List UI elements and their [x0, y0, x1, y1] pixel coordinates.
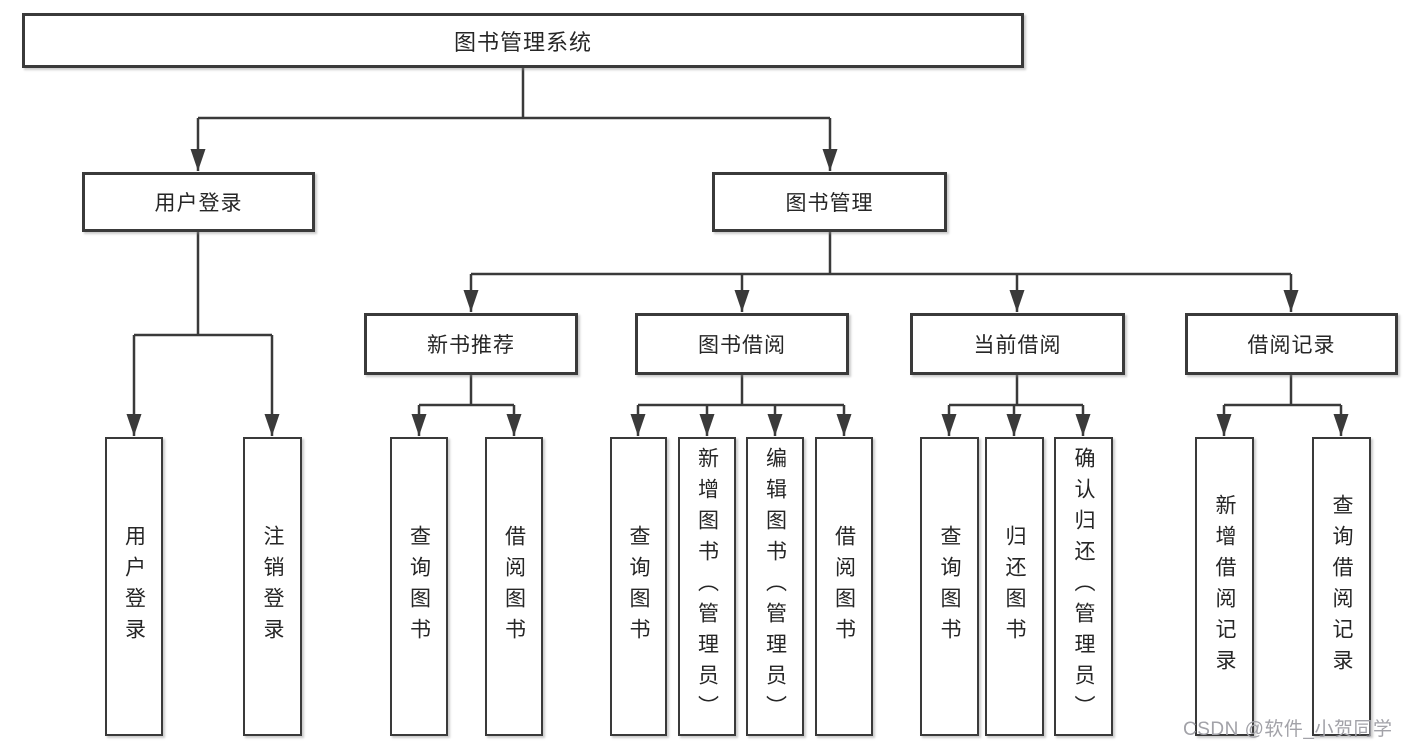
node-user-login-label: 用户登录: [154, 192, 243, 215]
leaf-confirm-return-admin: 确认归还（管理员）: [1054, 437, 1113, 736]
leaf-borrow-books-label: 借阅图书: [832, 524, 856, 649]
leaf-query-books-rec-label: 查询图书: [407, 524, 431, 649]
leaf-edit-book-admin-label: 编辑图书（管理员）: [763, 447, 787, 726]
edges-book-mgmt: [463, 232, 1299, 312]
node-book-mgmt: 图书管理: [712, 172, 947, 232]
leaf-add-borrow-record: 新增借阅记录: [1195, 437, 1254, 736]
leaf-query-books-borrow: 查询图书: [610, 437, 667, 736]
node-root: 图书管理系统: [22, 13, 1024, 68]
node-user-login: 用户登录: [82, 172, 315, 232]
leaf-borrow-books: 借阅图书: [815, 437, 873, 736]
node-new-book-rec-label: 新书推荐: [427, 334, 515, 357]
leaf-user-login-label: 用户登录: [122, 524, 146, 649]
node-root-label: 图书管理系统: [453, 29, 592, 55]
leaf-confirm-return-admin-label: 确认归还（管理员）: [1072, 447, 1095, 726]
leaf-logout-login: 注销登录: [243, 437, 302, 736]
edges-book-borrow: [630, 375, 852, 436]
edges-new-book-rec: [411, 375, 522, 436]
edges-current-borrow: [941, 375, 1091, 436]
node-current-borrow-label: 当前借阅: [973, 334, 1062, 357]
leaf-query-books-rec: 查询图书: [390, 437, 448, 736]
csdn-watermark: CSDN @软件_小贺同学: [1183, 719, 1393, 740]
leaf-query-borrow-record: 查询借阅记录: [1312, 437, 1371, 736]
leaf-logout-login-label: 注销登录: [261, 524, 284, 649]
leaf-add-book-admin: 新增图书（管理员）: [678, 437, 736, 736]
node-borrow-records: 借阅记录: [1185, 313, 1398, 375]
leaf-return-books-label: 归还图书: [1003, 524, 1026, 649]
leaf-add-book-admin-label: 新增图书（管理员）: [695, 447, 719, 726]
leaf-query-books-current: 查询图书: [920, 437, 979, 736]
leaf-query-borrow-record-label: 查询借阅记录: [1330, 493, 1353, 680]
leaf-query-books-borrow-label: 查询图书: [627, 524, 650, 649]
leaf-borrow-books-rec-label: 借阅图书: [502, 524, 526, 649]
node-book-borrow: 图书借阅: [635, 313, 849, 375]
leaf-edit-book-admin: 编辑图书（管理员）: [746, 437, 804, 736]
node-book-mgmt-label: 图书管理: [785, 192, 874, 215]
edges-borrow-records: [1216, 375, 1349, 436]
edges-user-login: [126, 232, 280, 436]
leaf-borrow-books-rec: 借阅图书: [485, 437, 543, 736]
leaf-return-books: 归还图书: [985, 437, 1044, 736]
leaf-add-borrow-record-label: 新增借阅记录: [1213, 493, 1236, 680]
leaf-query-books-current-label: 查询图书: [938, 524, 961, 649]
leaf-user-login: 用户登录: [105, 437, 163, 736]
node-book-borrow-label: 图书借阅: [698, 334, 786, 357]
node-borrow-records-label: 借阅记录: [1247, 334, 1336, 357]
node-new-book-rec: 新书推荐: [364, 313, 578, 375]
edges-root: [190, 68, 838, 171]
node-current-borrow: 当前借阅: [910, 313, 1125, 375]
